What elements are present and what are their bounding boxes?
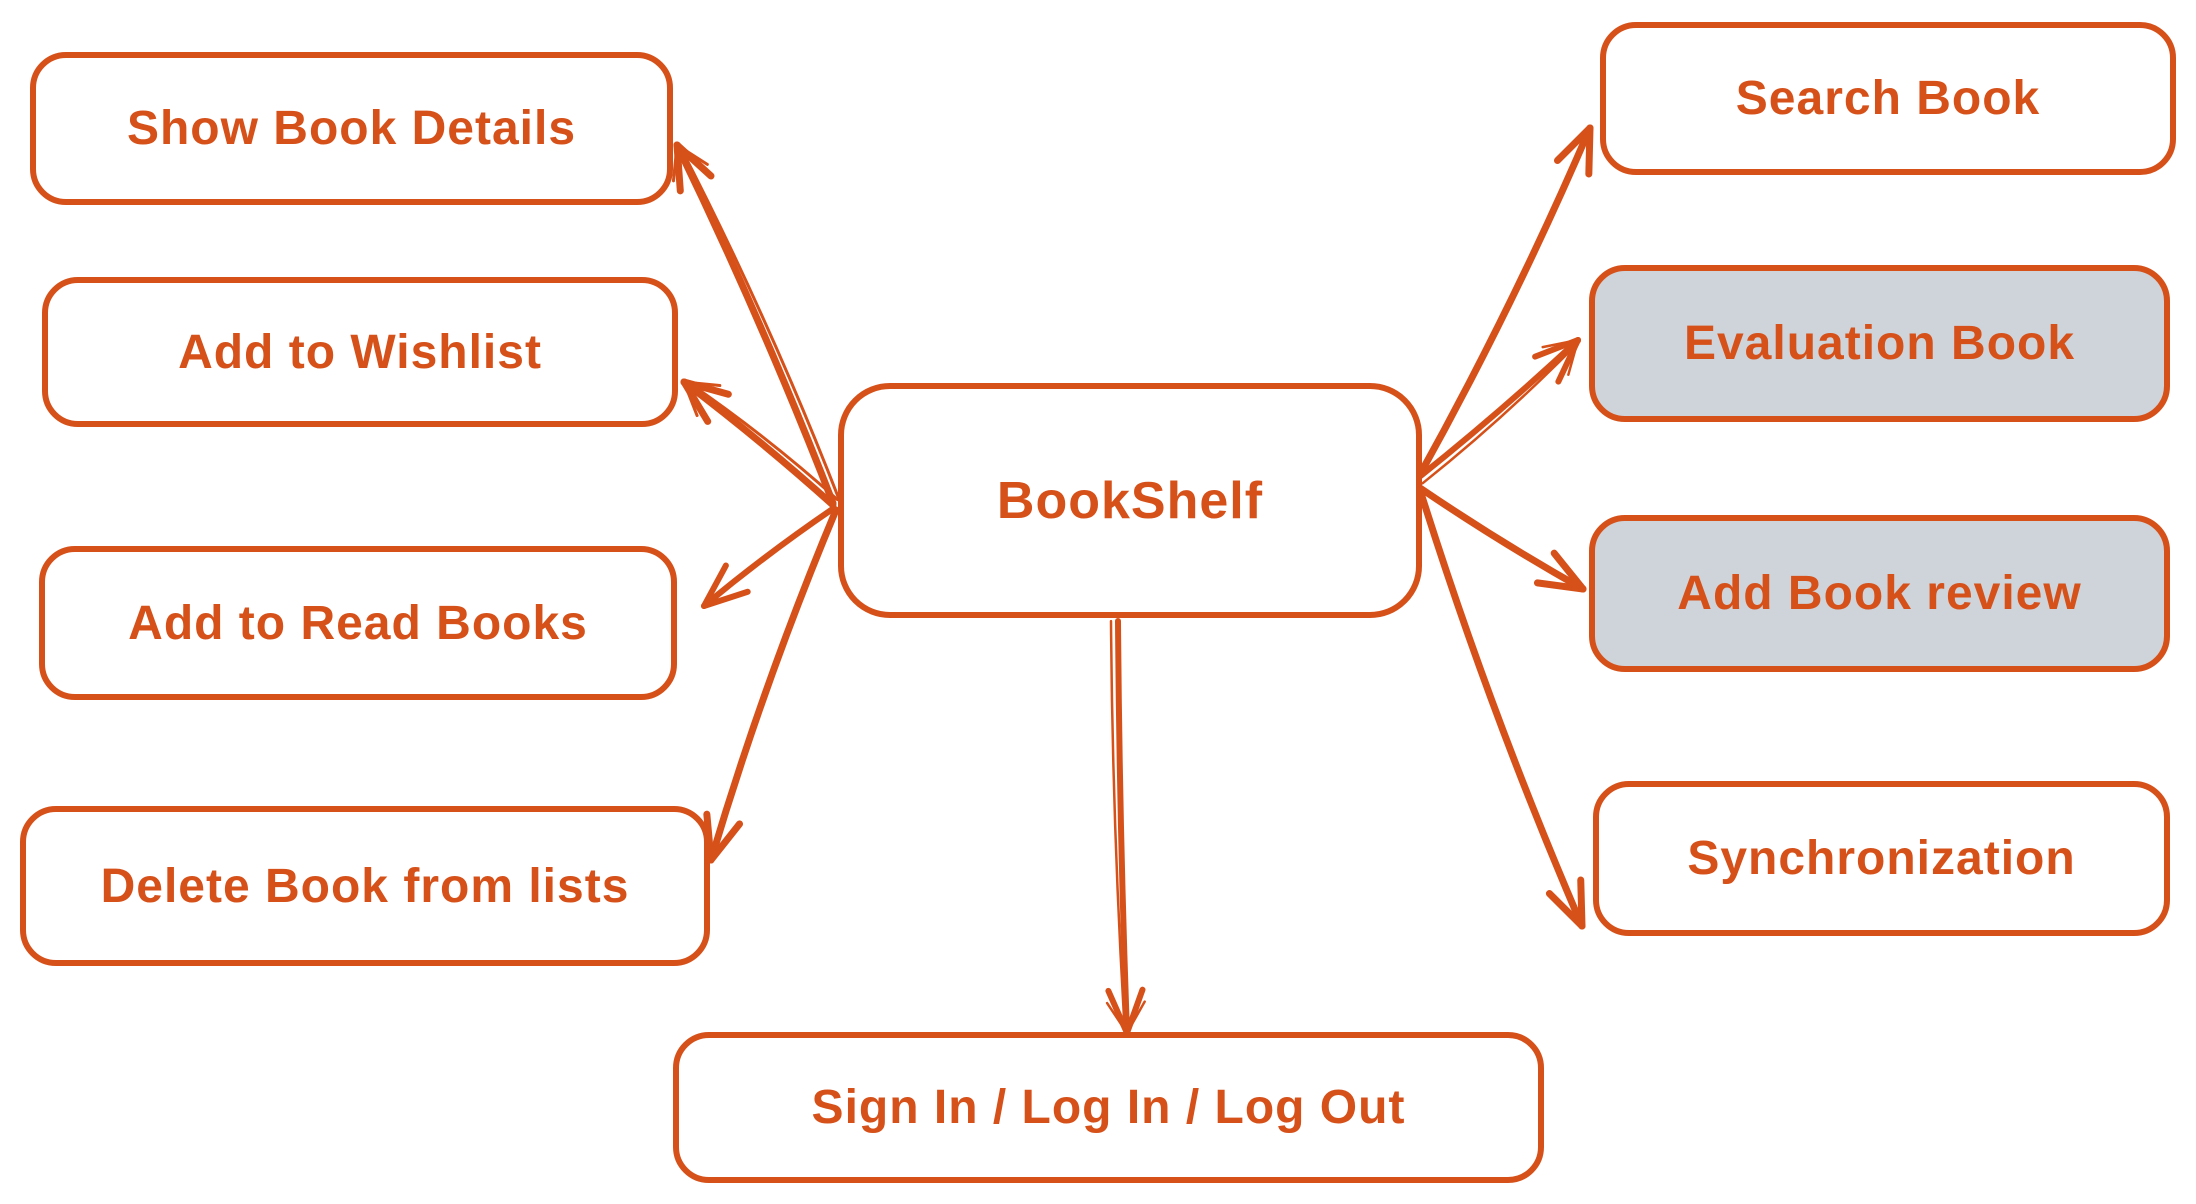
node-label: Synchronization	[1687, 832, 2076, 885]
arrow-bookshelf-to-add-to-wishlist	[680, 378, 839, 509]
arrow-bookshelf-to-evaluation-book	[1415, 337, 1581, 485]
node-add-to-read-books: Add to Read Books	[39, 546, 677, 700]
arrow-bookshelf-to-show-book-details	[671, 141, 841, 507]
node-label: Delete Book from lists	[100, 859, 630, 913]
node-label: Search Book	[1735, 72, 2041, 125]
node-label: Evaluation Book	[1683, 317, 2076, 370]
node-label: Add to Wishlist	[178, 325, 542, 379]
node-show-book-details: Show Book Details	[30, 52, 673, 205]
node-delete-book-from-lists: Delete Book from lists	[20, 806, 710, 966]
arrow-bookshelf-to-search-book	[1414, 124, 1594, 482]
node-sign-in-log-in-log-out: Sign In / Log In / Log Out	[673, 1032, 1544, 1183]
node-add-book-review: Add Book review	[1589, 515, 2170, 672]
arrow-bookshelf-to-synchronization	[1416, 486, 1586, 930]
node-label: BookShelf	[996, 471, 1264, 530]
node-label: Sign In / Log In / Log Out	[811, 1081, 1406, 1134]
node-label: Show Book Details	[126, 102, 577, 155]
node-synchronization: Synchronization	[1593, 781, 2170, 936]
node-search-book: Search Book	[1600, 22, 2176, 175]
node-evaluation-book: Evaluation Book	[1589, 265, 2170, 422]
node-label: Add to Read Books	[128, 596, 588, 650]
node-add-to-wishlist: Add to Wishlist	[42, 277, 678, 427]
arrow-bookshelf-to-add-to-read-books	[701, 505, 837, 609]
node-bookshelf: BookShelf	[838, 383, 1422, 618]
arrow-bookshelf-to-delete-book-from-lists	[703, 506, 840, 864]
node-label: Add Book review	[1677, 567, 2082, 620]
arrow-bookshelf-to-add-book-review	[1416, 484, 1587, 593]
arrow-bookshelf-to-sign-in	[1105, 618, 1146, 1036]
